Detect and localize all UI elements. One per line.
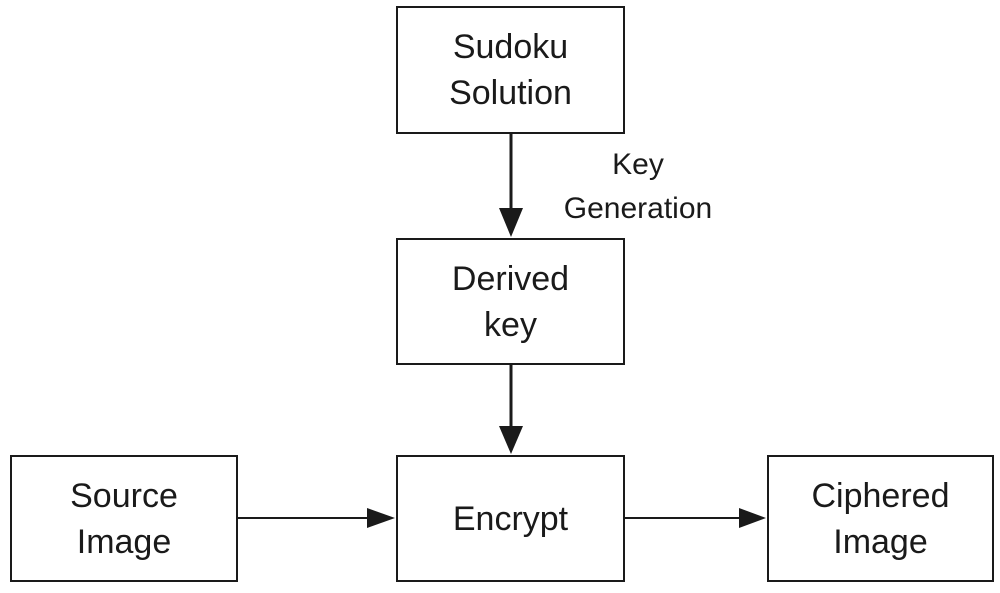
arrowhead-encrypt-to-cipher xyxy=(739,508,766,528)
node-sudoku-solution-line2: Solution xyxy=(449,74,572,112)
node-sudoku-solution: Sudoku Solution xyxy=(396,6,625,134)
arrowhead-sudoku-to-derived xyxy=(499,208,523,237)
node-ciphered-image: Ciphered Image xyxy=(767,455,994,582)
node-ciphered-image-line1: Ciphered xyxy=(811,476,950,515)
node-encrypt-line1: Encrypt xyxy=(452,499,569,538)
node-encrypt: Encrypt xyxy=(396,455,625,582)
node-ciphered-image-line2: Image xyxy=(833,522,928,561)
edge-label-key-generation: Key Generation xyxy=(538,143,738,231)
edge-label-key-generation-line2: Generation xyxy=(563,192,713,225)
node-derived-key-line2: key xyxy=(484,305,537,344)
node-source-image-line2: Image xyxy=(76,522,172,561)
node-source-image-line1: Source xyxy=(70,476,178,515)
node-derived-key-line1: Derived xyxy=(451,259,570,298)
node-source-image: Source Image xyxy=(10,455,238,582)
edge-label-key-generation-line1: Key xyxy=(612,148,664,181)
node-derived-key: Derived key xyxy=(396,238,625,365)
arrowhead-derived-to-encrypt xyxy=(499,426,523,454)
node-sudoku-solution-line1: Sudoku xyxy=(452,28,569,66)
arrowhead-source-to-encrypt xyxy=(367,508,395,528)
